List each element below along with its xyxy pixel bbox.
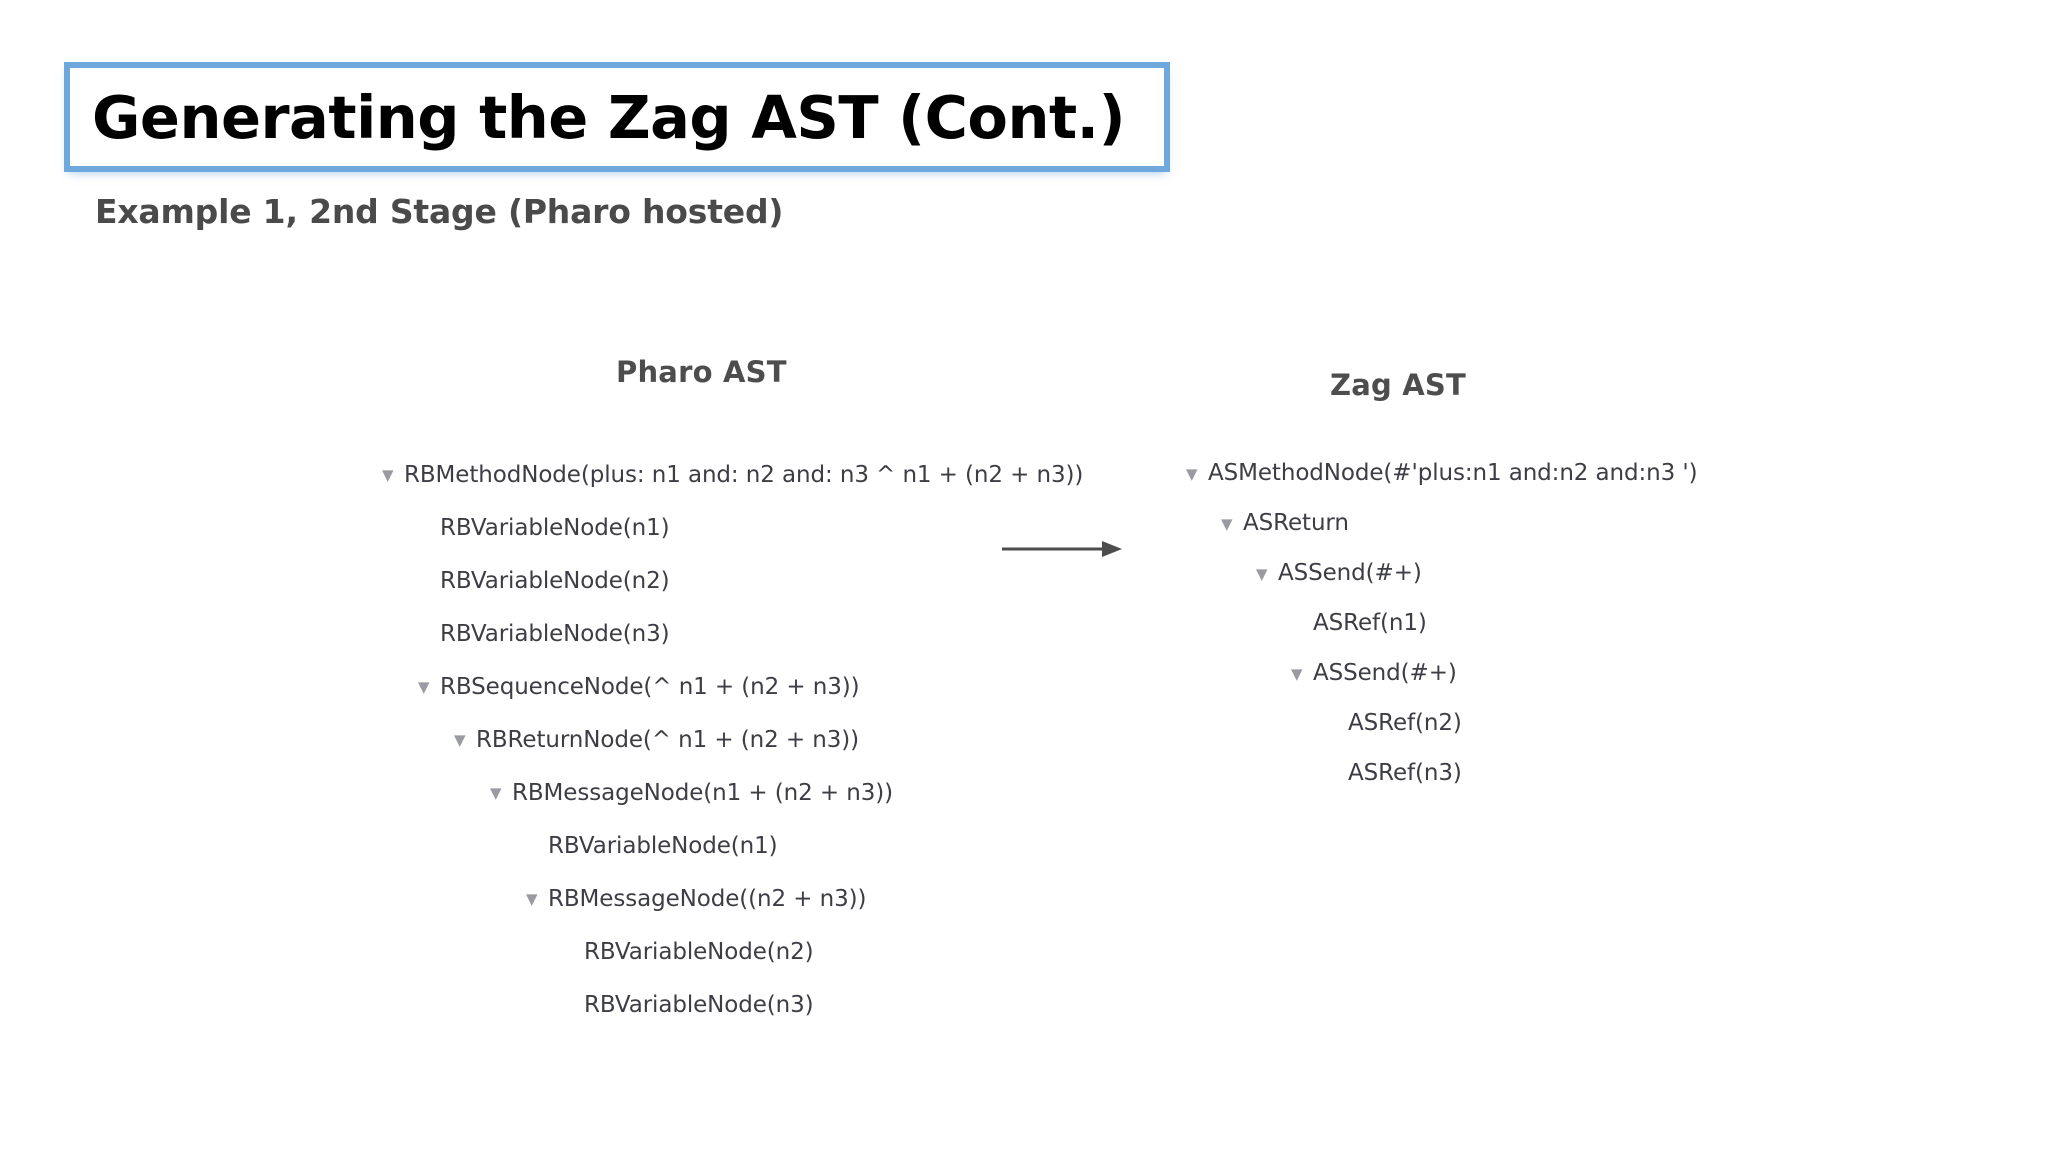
tree-expander-placeholder: ▼ <box>526 839 548 854</box>
tree-node-label: RBSequenceNode(^ n1 + (n2 + n3)) <box>440 673 860 700</box>
chevron-down-icon[interactable]: ▼ <box>382 466 394 484</box>
tree-node-label: ASSend(#+) <box>1278 560 1422 586</box>
tree-node-row[interactable]: ▼RBVariableNode(n2) <box>382 554 1083 607</box>
tree-expander-placeholder: ▼ <box>1326 767 1348 782</box>
pharo-ast-tree: ▼ RBMethodNode(plus: n1 and: n2 and: n3 ^… <box>382 448 1083 1031</box>
tree-node-label: ASRef(n3) <box>1348 760 1462 786</box>
tree-expander-placeholder: ▼ <box>1291 617 1313 632</box>
tree-node-row[interactable]: ▼ RBReturnNode(^ n1 + (n2 + n3)) <box>382 713 1083 766</box>
tree-node-row[interactable]: ▼ RBMethodNode(plus: n1 and: n2 and: n3 ^… <box>382 448 1083 501</box>
arrow-right-icon <box>1002 541 1122 557</box>
chevron-down-icon[interactable]: ▼ <box>490 784 502 802</box>
tree-expander-placeholder: ▼ <box>562 998 584 1013</box>
tree-node-label: ASSend(#+) <box>1313 660 1457 686</box>
tree-node-row[interactable]: ▼ ASMethodNode(#'plus:n1 and:n2 and:n3 ') <box>1186 448 1698 498</box>
chevron-down-icon[interactable]: ▼ <box>1221 514 1233 533</box>
slide-title-box: Generating the Zag AST (Cont.) <box>64 62 1170 172</box>
tree-node-row[interactable]: ▼ ASReturn <box>1186 498 1698 548</box>
tree-node-label: RBVariableNode(n1) <box>440 514 670 541</box>
tree-node-row[interactable]: ▼ RBMessageNode((n2 + n3)) <box>382 872 1083 925</box>
tree-node-row[interactable]: ▼RBVariableNode(n3) <box>382 607 1083 660</box>
tree-node-label: ASRef(n2) <box>1348 710 1462 736</box>
tree-node-row[interactable]: ▼ ASSend(#+) <box>1186 648 1698 698</box>
tree-node-row[interactable]: ▼RBVariableNode(n1) <box>382 819 1083 872</box>
tree-node-row[interactable]: ▼ ASSend(#+) <box>1186 548 1698 598</box>
transform-arrow <box>1002 538 1122 560</box>
tree-node-label: RBVariableNode(n2) <box>584 938 814 965</box>
zag-ast-tree: ▼ ASMethodNode(#'plus:n1 and:n2 and:n3 ')… <box>1186 448 1698 798</box>
tree-node-label: ASRef(n1) <box>1313 610 1427 636</box>
tree-node-row[interactable]: ▼RBVariableNode(n3) <box>382 978 1083 1031</box>
tree-node-row[interactable]: ▼ RBSequenceNode(^ n1 + (n2 + n3)) <box>382 660 1083 713</box>
chevron-down-icon[interactable]: ▼ <box>1186 464 1198 483</box>
tree-expander-placeholder: ▼ <box>418 627 440 642</box>
tree-node-label: RBVariableNode(n1) <box>548 832 778 859</box>
tree-node-label: RBVariableNode(n3) <box>584 991 814 1018</box>
page-title: Generating the Zag AST (Cont.) <box>92 82 1126 152</box>
tree-node-row[interactable]: ▼RBVariableNode(n1) <box>382 501 1083 554</box>
tree-node-label: RBReturnNode(^ n1 + (n2 + n3)) <box>476 726 860 753</box>
tree-node-row[interactable]: ▼ASRef(n1) <box>1186 598 1698 648</box>
tree-node-label: RBMessageNode(n1 + (n2 + n3)) <box>512 779 894 806</box>
tree-node-label: RBMethodNode(plus: n1 and: n2 and: n3 ^ … <box>404 461 1084 488</box>
tree-node-row[interactable]: ▼ASRef(n2) <box>1186 698 1698 748</box>
tree-expander-placeholder: ▼ <box>418 521 440 536</box>
tree-node-row[interactable]: ▼ RBMessageNode(n1 + (n2 + n3)) <box>382 766 1083 819</box>
tree-node-label: RBVariableNode(n2) <box>440 567 670 594</box>
tree-expander-placeholder: ▼ <box>1326 717 1348 732</box>
tree-node-label: ASReturn <box>1243 510 1349 536</box>
chevron-down-icon[interactable]: ▼ <box>1256 564 1268 583</box>
tree-node-label: RBMessageNode((n2 + n3)) <box>548 885 867 912</box>
slide-subtitle: Example 1, 2nd Stage (Pharo hosted) <box>95 192 784 231</box>
chevron-down-icon[interactable]: ▼ <box>526 890 538 908</box>
tree-node-label: ASMethodNode(#'plus:n1 and:n2 and:n3 ') <box>1208 460 1698 486</box>
chevron-down-icon[interactable]: ▼ <box>418 678 430 696</box>
chevron-down-icon[interactable]: ▼ <box>454 731 466 749</box>
chevron-down-icon[interactable]: ▼ <box>1291 664 1303 683</box>
tree-expander-placeholder: ▼ <box>562 945 584 960</box>
tree-node-row[interactable]: ▼ASRef(n3) <box>1186 748 1698 798</box>
tree-node-row[interactable]: ▼RBVariableNode(n2) <box>382 925 1083 978</box>
zag-ast-heading: Zag AST <box>1330 368 1466 402</box>
tree-node-label: RBVariableNode(n3) <box>440 620 670 647</box>
pharo-ast-heading: Pharo AST <box>616 355 787 389</box>
tree-expander-placeholder: ▼ <box>418 574 440 589</box>
